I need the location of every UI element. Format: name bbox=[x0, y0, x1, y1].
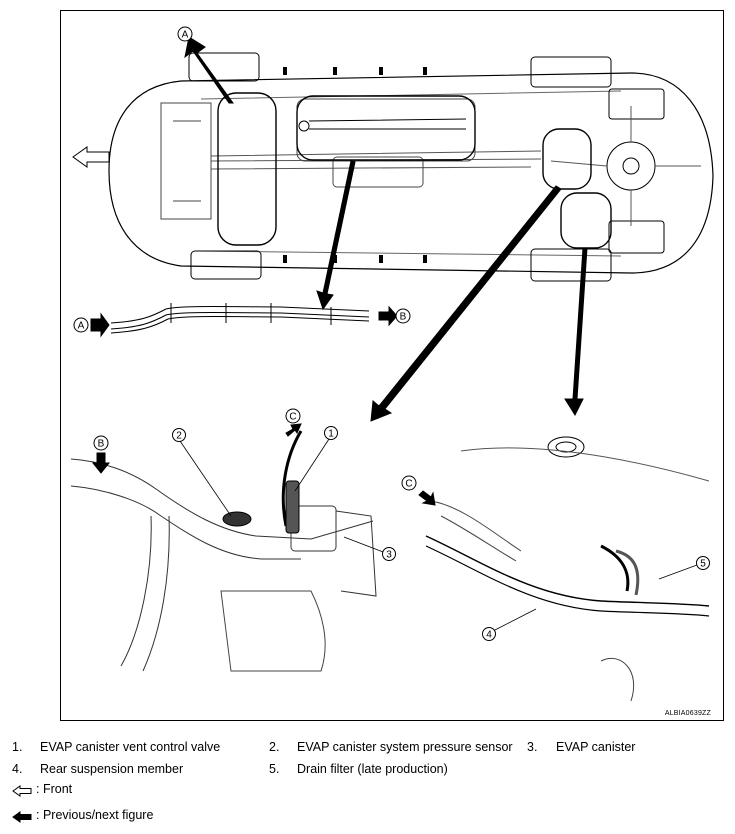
legend-item-1-number: 1. bbox=[12, 740, 23, 754]
connector-label-b-detail: B bbox=[93, 435, 109, 451]
svg-text:A: A bbox=[78, 321, 85, 332]
connector-label-b-pipe: B bbox=[395, 308, 411, 324]
connector-label-c-left: C bbox=[285, 408, 301, 424]
next-figure-arrow-solid-icon bbox=[12, 811, 32, 823]
legend-symbol-next-figure-text: : Previous/next figure bbox=[36, 808, 154, 822]
legend-item-4-number: 4. bbox=[12, 762, 23, 776]
svg-text:B: B bbox=[400, 312, 407, 323]
legend-item-1-text: EVAP canister vent control valve bbox=[40, 740, 221, 754]
connector-label-c-right: C bbox=[401, 475, 417, 491]
legend-symbol-front-text: : Front bbox=[36, 782, 73, 796]
svg-text:3: 3 bbox=[386, 550, 392, 561]
connector-label-a-top: A bbox=[177, 26, 193, 42]
callout-3: 3 bbox=[382, 547, 396, 561]
pipe-section-view bbox=[110, 303, 370, 334]
legend-item-4-text: Rear suspension member bbox=[40, 762, 184, 776]
diagram-frame: A A B B C C 2 1 bbox=[60, 10, 724, 721]
legend-item-3-text: EVAP canister bbox=[556, 740, 636, 754]
front-arrow-outline-icon bbox=[72, 146, 110, 168]
svg-text:C: C bbox=[405, 479, 412, 490]
legend-item-2-number: 2. bbox=[269, 740, 280, 754]
callout-1: 1 bbox=[324, 426, 338, 440]
legend-item-5-text: Drain filter (late production) bbox=[297, 762, 448, 776]
front-arrow-outline-icon bbox=[12, 785, 32, 797]
next-figure-arrow-solid-icon bbox=[184, 36, 234, 104]
evap-canister-diagram: A A B B C C 2 1 bbox=[70, 26, 714, 702]
legend-row-next-figure: : Previous/next figure bbox=[0, 808, 735, 824]
legend-row-2: 4. Rear suspension member 5. Drain filte… bbox=[0, 762, 735, 778]
legend-row-1: 1. EVAP canister vent control valve 2. E… bbox=[0, 740, 735, 756]
vehicle-underbody-view bbox=[108, 52, 714, 282]
callout-4: 4 bbox=[482, 627, 496, 641]
figure-reference-code: ALBIA0639ZZ bbox=[664, 710, 711, 717]
detail-view-vent-valve bbox=[70, 430, 377, 672]
svg-text:2: 2 bbox=[176, 431, 182, 442]
svg-text:1: 1 bbox=[328, 429, 334, 440]
legend-item-5-number: 5. bbox=[269, 762, 280, 776]
svg-text:5: 5 bbox=[700, 559, 706, 570]
svg-text:4: 4 bbox=[486, 630, 492, 641]
connector-label-a-pipe: A bbox=[73, 317, 89, 333]
svg-text:C: C bbox=[289, 412, 296, 423]
legend-row-front: : Front bbox=[0, 782, 735, 798]
legend-item-3-number: 3. bbox=[527, 740, 538, 754]
detail-view-drain-filter bbox=[425, 436, 710, 702]
callout-5: 5 bbox=[696, 556, 710, 570]
svg-text:A: A bbox=[182, 30, 189, 41]
callout-2: 2 bbox=[172, 428, 186, 442]
svg-text:B: B bbox=[98, 439, 105, 450]
legend-item-2-text: EVAP canister system pressure sensor bbox=[297, 740, 513, 754]
